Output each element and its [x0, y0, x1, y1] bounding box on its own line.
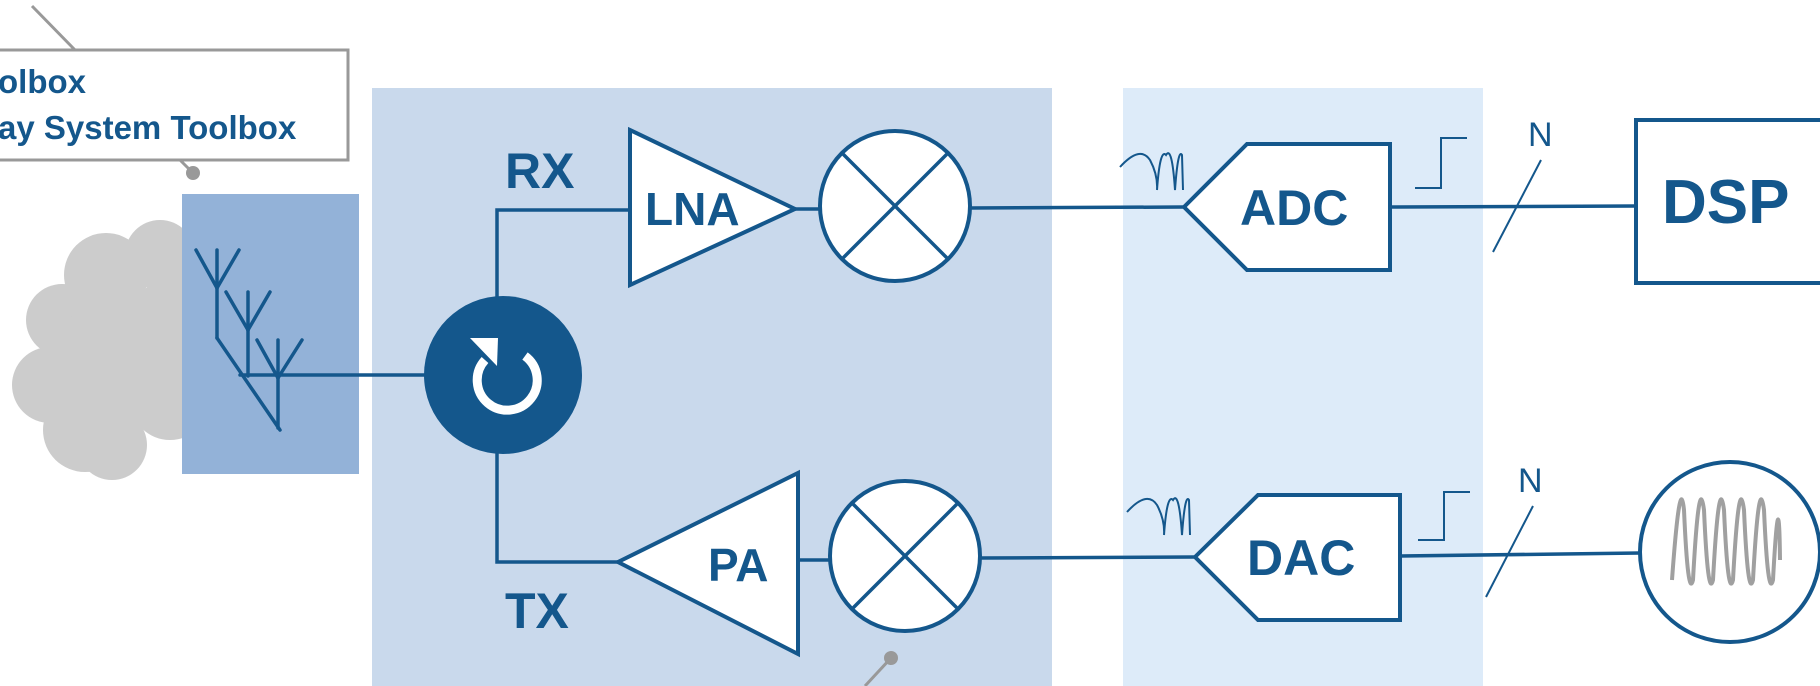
mixer-icon[interactable]	[818, 129, 972, 283]
tx-if-wire	[978, 555, 1197, 560]
analog-wave-icon	[1126, 497, 1191, 536]
pa-label: PA	[708, 539, 769, 591]
tx-label: TX	[505, 583, 569, 639]
bus-slash-rx	[1492, 159, 1542, 253]
signal-source-icon[interactable]	[1638, 460, 1820, 644]
analog-wave-icon	[1119, 152, 1184, 191]
dac-label: DAC	[1247, 530, 1355, 586]
digital-step-icon	[1418, 491, 1470, 541]
lna-amplifier[interactable]: LNA	[628, 126, 800, 289]
lo-pointer	[863, 651, 898, 686]
dsp-label: DSP	[1662, 168, 1789, 237]
mixer-icon[interactable]	[828, 479, 982, 633]
toolbox-callout: olbox ay System Toolbox	[0, 48, 350, 180]
circulator-icon[interactable]	[424, 296, 582, 454]
bus-slash-tx	[1485, 505, 1534, 598]
tx-digital-bus	[1398, 551, 1642, 558]
pa-amplifier[interactable]: PA	[613, 469, 800, 658]
lna-label: LNA	[645, 183, 740, 235]
digital-step-icon	[1415, 137, 1467, 189]
bus-width-rx: N	[1528, 116, 1553, 154]
callout-line-2: ay System Toolbox	[0, 109, 297, 146]
rx-label: RX	[505, 143, 574, 199]
dsp-block[interactable]: DSP	[1634, 118, 1820, 285]
adc-label: ADC	[1240, 180, 1348, 236]
dac-converter[interactable]: DAC	[1192, 493, 1402, 622]
cloud-icon	[12, 220, 210, 480]
bus-width-tx: N	[1518, 462, 1543, 500]
antenna-panel	[182, 194, 359, 474]
rx-if-wire	[968, 205, 1186, 210]
adc-converter[interactable]: ADC	[1181, 142, 1392, 272]
callout-line-1: olbox	[0, 63, 87, 100]
rx-digital-bus	[1388, 204, 1638, 209]
antenna-array-icon	[194, 248, 304, 432]
rx-wire	[495, 208, 632, 298]
callout-pointer	[30, 4, 77, 52]
tx-wire	[495, 452, 620, 564]
